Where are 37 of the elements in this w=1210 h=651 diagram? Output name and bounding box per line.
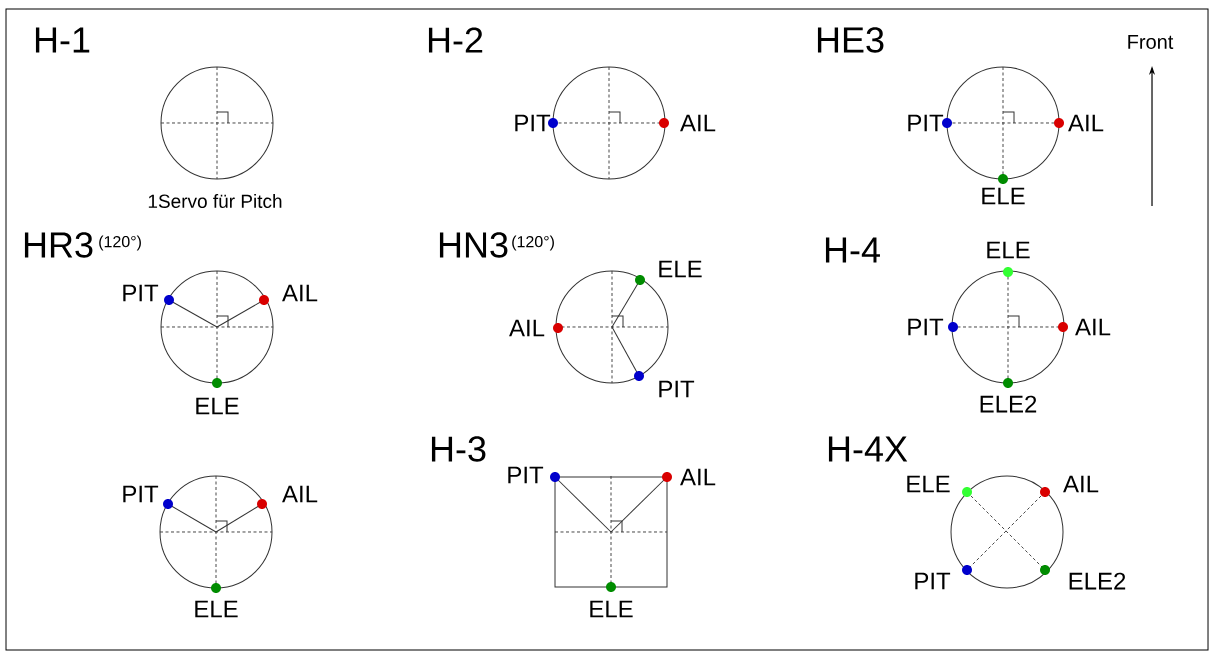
servo-label: AIL (282, 485, 318, 503)
servo-label: ELE (196, 397, 239, 415)
servo-label: PIT (123, 485, 159, 503)
mode-heading: H-1 (35, 27, 90, 53)
mode-heading: H-3 (431, 436, 486, 462)
servo-label: ELE (987, 241, 1030, 259)
servo-label: ELE2 (1069, 572, 1126, 590)
servo-label: PIT (123, 284, 159, 302)
servo-label: ELE (659, 260, 702, 278)
servo-label: PIT (659, 380, 695, 398)
servo-label: ELE (982, 187, 1025, 205)
servo-label: AIL (1063, 475, 1099, 493)
mode-heading: H-4 (825, 237, 880, 263)
angle-note: (120°) (512, 235, 554, 251)
servo-label: AIL (509, 319, 545, 337)
servo-label: ELE (195, 600, 238, 618)
mode-heading: HN3 (439, 232, 508, 258)
servo-label: ELE (590, 600, 633, 618)
servo-label: PIT (515, 114, 551, 132)
servo-label: ELE (907, 475, 950, 493)
servo-label: PIT (508, 466, 544, 484)
servo-label: AIL (680, 468, 716, 486)
note: 1Servo für Pitch (148, 194, 282, 208)
servo-label: AIL (1075, 318, 1111, 336)
servo-label: PIT (915, 572, 951, 590)
angle-note: (120°) (99, 235, 141, 251)
mode-heading: H-2 (428, 27, 483, 53)
direction-label: Front (1128, 35, 1174, 49)
servo-label: AIL (282, 284, 318, 302)
mode-heading: H-4X (828, 436, 908, 462)
servo-label: PIT (908, 318, 944, 336)
servo-label: AIL (680, 114, 716, 132)
servo-label: PIT (908, 114, 944, 132)
servo-label: AIL (1068, 114, 1104, 132)
mode-heading: HE3 (817, 27, 884, 53)
servo-label: ELE2 (980, 395, 1037, 413)
mode-heading: HR3 (24, 232, 93, 258)
